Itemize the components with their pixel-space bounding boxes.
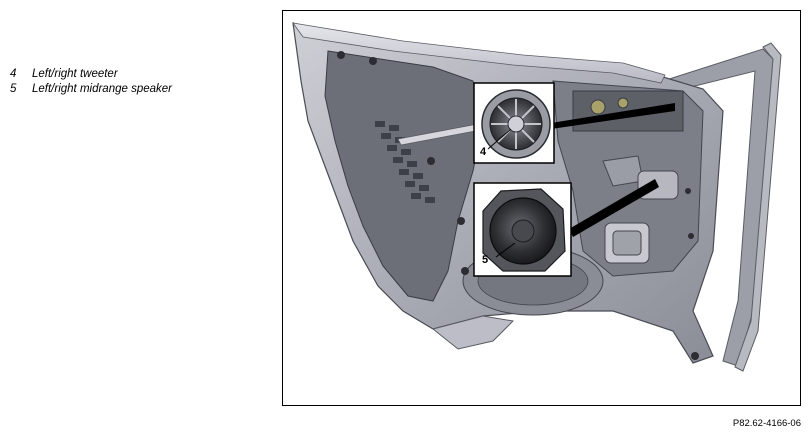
legend-item-tweeter: 4 Left/right tweeter — [10, 67, 172, 82]
midrange-leader-line — [495, 242, 516, 258]
door-panel-figure: 4 5 — [282, 10, 801, 406]
midrange-pointer — [569, 179, 659, 237]
legend-number: 5 — [10, 83, 17, 95]
tweeter-dome — [507, 115, 525, 133]
door-panel-illustration — [292, 22, 782, 372]
legend-label: Left/right midrange speaker — [32, 83, 172, 95]
tweeter-pointer — [551, 103, 675, 129]
figure-reference-code: P82.62-4166-06 — [732, 418, 801, 429]
tweeter-leader-line — [487, 128, 512, 150]
legend-number: 4 — [10, 68, 17, 80]
legend-item-midrange: 5 Left/right midrange speaker — [10, 82, 172, 97]
callout-number-midrange: 5 — [482, 254, 489, 266]
callout-number-tweeter: 4 — [480, 146, 487, 158]
legend: 4 Left/right tweeter 5 Left/right midran… — [10, 67, 172, 97]
legend-label: Left/right tweeter — [32, 68, 118, 80]
midrange-dust-cap — [511, 219, 535, 243]
